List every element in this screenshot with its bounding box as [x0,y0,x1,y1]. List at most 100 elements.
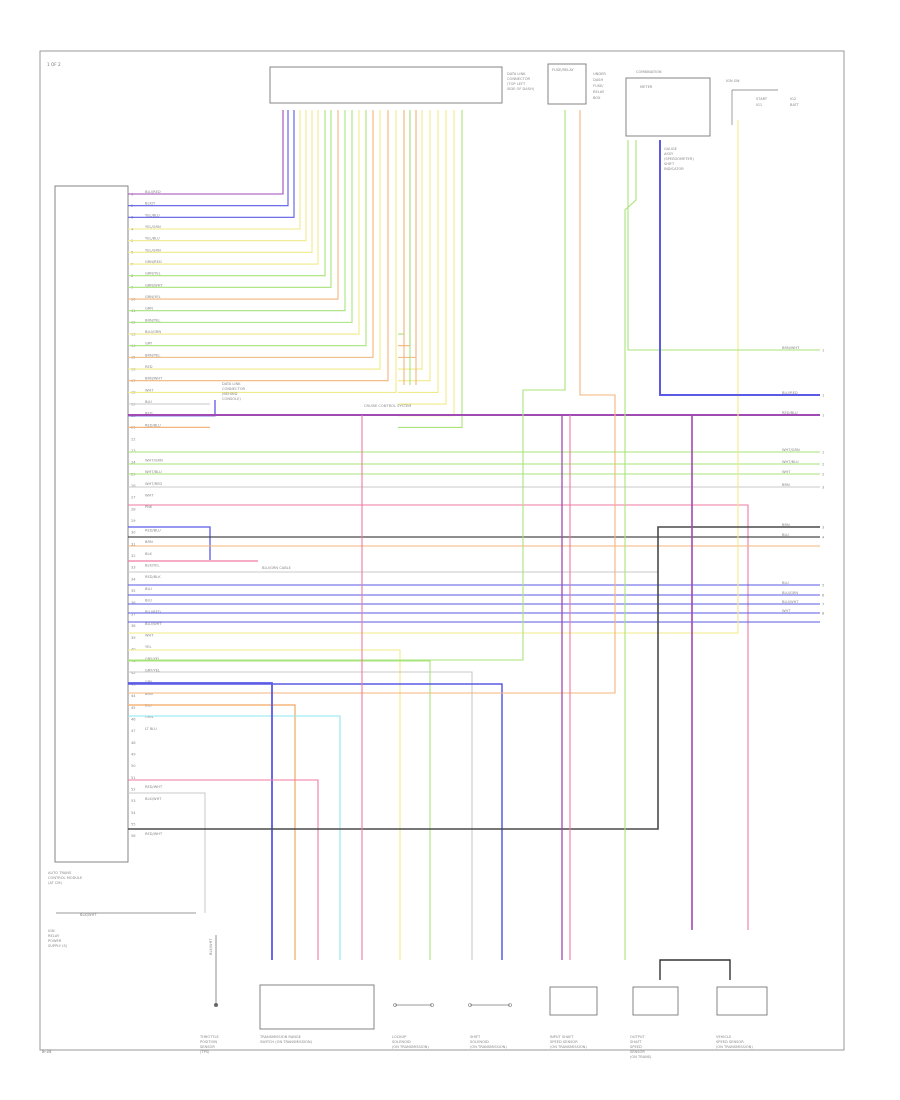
right-wire-label: RED/BLU [782,411,798,415]
ecu-pin-number: 39 [131,636,136,640]
lockup-wire [128,649,401,960]
ecu-drop-wire [128,792,206,913]
ecu-top-wire [128,110,332,288]
ecu-pin-number: 53 [131,799,136,803]
ecu-pin-number: 40 [131,647,136,651]
combination-meter-line-1: GAUGE [664,147,678,151]
bottom-component-label: VEHICLE [716,1035,732,1039]
ecu-pin-label: ORN [145,715,153,719]
top-connector-body [269,66,503,104]
vss-wire [128,504,749,930]
mid-connector-line-1: DATA LINK [222,382,241,386]
cruise-control-bus-label: CRUISE CONTROL SYSTEM [364,404,411,408]
vehicle-speed-sensor-body [716,986,768,1016]
ecu-pin-label: BLU/RED [145,610,161,614]
ecu-pin-label: BLU [145,400,152,404]
ecu-pin-number: 52 [131,787,136,791]
ign-switch-pos-1: START [756,97,768,101]
ecu-pin-number: 34 [131,577,136,581]
ecu-pin-label: BLU/WHT [145,622,162,626]
ecu-pin-label: GRY/YEL [145,657,160,661]
ecu-label-line-1: AUTO TRANS [48,871,72,875]
bottom-component-label: SPEED [630,1045,642,1049]
ecu-pin-label: WHT [145,633,154,637]
lockup-wire [128,683,503,960]
bottom-component-label: (ON TRANS) [630,1055,652,1059]
lockup-solenoid-node-a [393,1003,397,1007]
ecu-top-wire [128,110,346,312]
mid-connector-line-2: CONNECTOR [222,387,246,391]
ecu-pin-label: BRN [145,540,153,544]
top-connector-line-1: DATA LINK [507,72,526,76]
range-switch-wire [128,682,273,960]
ecu-pin-number: 38 [131,624,136,628]
ign-feed-wire [128,120,739,634]
ecu-top-wire [128,110,381,370]
ecu-pin-label: BRN/WHT [145,377,163,381]
bottom-component-label: SPEED SENSOR [550,1040,578,1044]
ecu-pin-number: 42 [131,671,136,675]
ecu-pin-number: 51 [131,776,136,780]
right-wire-pin: 5 [822,584,824,588]
meter-feed-wire [627,140,820,351]
ecu-pin-number: 47 [131,729,136,733]
mid-data-link-connector: DATA LINK CONNECTOR (BEHIND CONSOLE) [222,382,246,401]
sensor-shield-wire [659,959,731,980]
ecu-pin-number: 50 [131,764,136,768]
ecu-top-wire [128,110,289,207]
ground-bus-wire [128,526,820,830]
ign-switch-pos-2: IG1 [756,103,762,107]
ecu-top-wire [128,110,389,382]
bottom-component-label: SOLENOID [470,1040,489,1044]
right-wire-pin: 6 [822,594,825,598]
ecu-pin-number: 30 [131,531,136,535]
shift-solenoid-node-a [468,1003,472,1007]
right-wire-label: BLU/GRN [782,591,798,595]
ecu-pin-label: BLU [145,598,152,602]
ecu-pin-label: BLK/WHT [145,797,162,801]
right-wire-label: BLU/WHT [782,600,799,604]
transmission-range-switch-body [259,984,375,1030]
bottom-component-label: (ON TRANSMISSION) [392,1045,429,1049]
right-wire-label: WHT [782,470,791,474]
shift-wire [128,671,473,960]
bottom-component-label: INPUT SHAFT [550,1035,574,1039]
ecu-top-wire [128,110,367,347]
ign-switch-pos-4: BATT [790,103,800,107]
bottom-component-label: SENSOR [200,1045,215,1049]
connector-branch-wire [398,110,423,370]
ecu-pin-label: BLU [145,587,152,591]
ecu-pin-label: GRN [145,307,153,311]
ecu-aux-line-4: SUPPLY (S) [48,944,68,948]
right-wire-label: BLU/RED [782,391,798,395]
combination-meter: COMBINATION METER GAUGE ASSY (SPEEDOMETE… [625,70,711,171]
range-switch-wire [128,704,296,960]
diagram-frame [39,50,845,1051]
ecu-pin-label: WHT/GRN [145,458,163,462]
ecu-label-line-3: (AT CM) [48,881,63,885]
bottom-component-label: LOCKUP [392,1035,407,1039]
output-shaft-speed-sensor-body [632,986,679,1016]
range-switch-wire [128,715,341,960]
right-wire-label: WHT [782,609,791,613]
right-wire-pin: 3 [822,486,824,490]
ecu-pin-label: GRN/RED [145,260,162,264]
fuse-feed-wire [128,110,566,661]
ecu-top-wire [128,110,326,277]
shift-solenoid-node-b [508,1003,512,1007]
ecu-pin-label: BRN/YEL [145,353,160,357]
bottom-component-label: (ON TRANSMISSION) [550,1045,587,1049]
connector-branch-wire [398,110,439,393]
ecu-drop-wire [128,526,211,560]
fuse-box-line-2: DASH [593,78,603,82]
diagram-code: 8-34 [42,1049,52,1054]
ecu-aux-line-2: RELAY [48,934,60,938]
ecu-top-wire [128,110,319,265]
right-wire-pin: 1 [822,414,824,418]
right-wire-label: WHT/BLU [782,460,799,464]
ecu-pin-label: WHT/RED [145,482,162,486]
combination-meter-body [625,77,711,137]
shift-solenoid-symbol [468,1003,512,1007]
fuse-box-body [547,63,587,105]
ecu-pin-number: 29 [131,519,136,523]
